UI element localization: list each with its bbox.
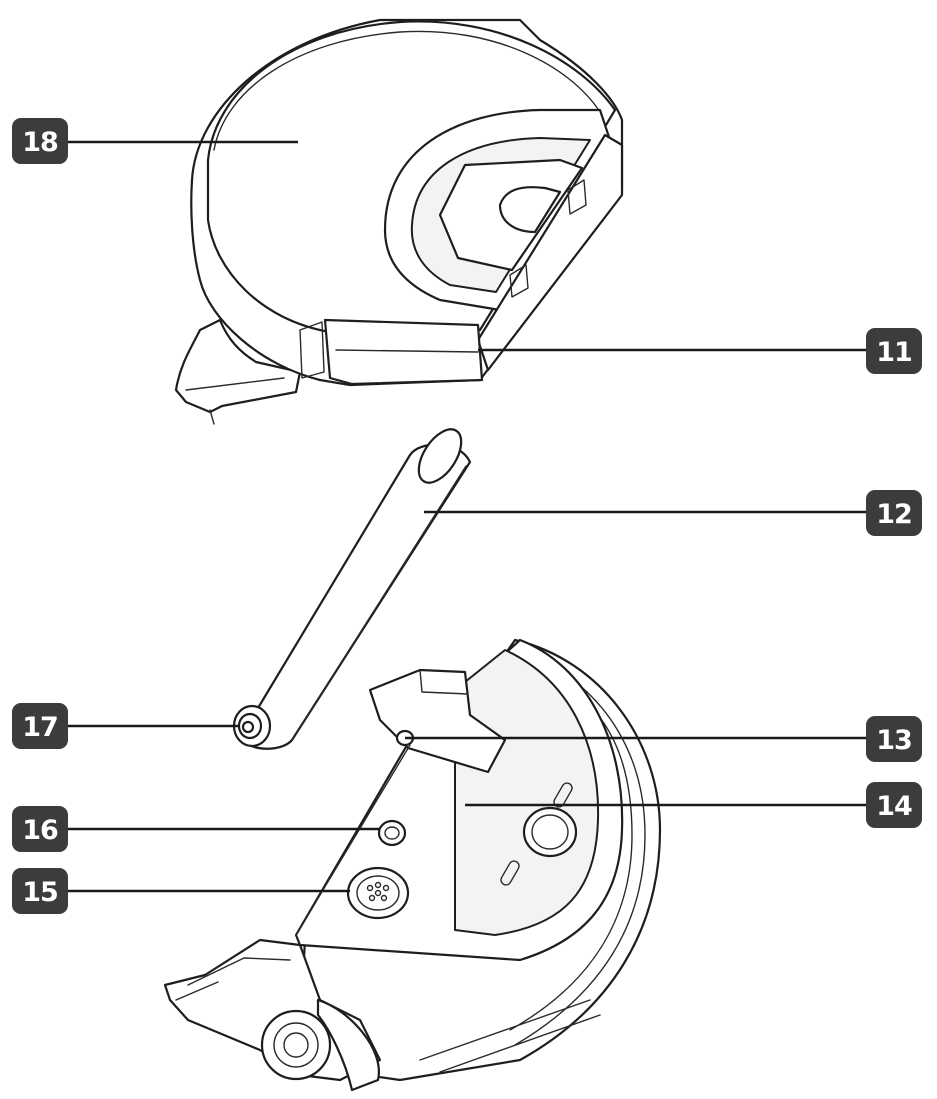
callout-17: 17 <box>12 703 68 749</box>
callout-label-12: 12 <box>876 499 912 530</box>
callout-label-11: 11 <box>876 337 912 368</box>
callout-16: 16 <box>12 806 68 852</box>
callout-14: 14 <box>866 782 922 828</box>
callout-15: 15 <box>12 868 68 914</box>
callout-12: 12 <box>866 490 922 536</box>
callout-13: 13 <box>866 716 922 762</box>
callout-label-18: 18 <box>22 127 58 158</box>
base-assembly <box>163 638 662 1092</box>
callout-label-16: 16 <box>22 815 58 846</box>
callout-label-13: 13 <box>876 725 912 756</box>
callout-label-17: 17 <box>22 712 58 743</box>
top-cover-assembly <box>174 18 624 425</box>
leader-lines <box>68 140 866 893</box>
callout-18: 18 <box>12 118 68 164</box>
callout-label-14: 14 <box>876 791 912 822</box>
callout-label-15: 15 <box>22 877 58 908</box>
callout-11: 11 <box>866 328 922 374</box>
